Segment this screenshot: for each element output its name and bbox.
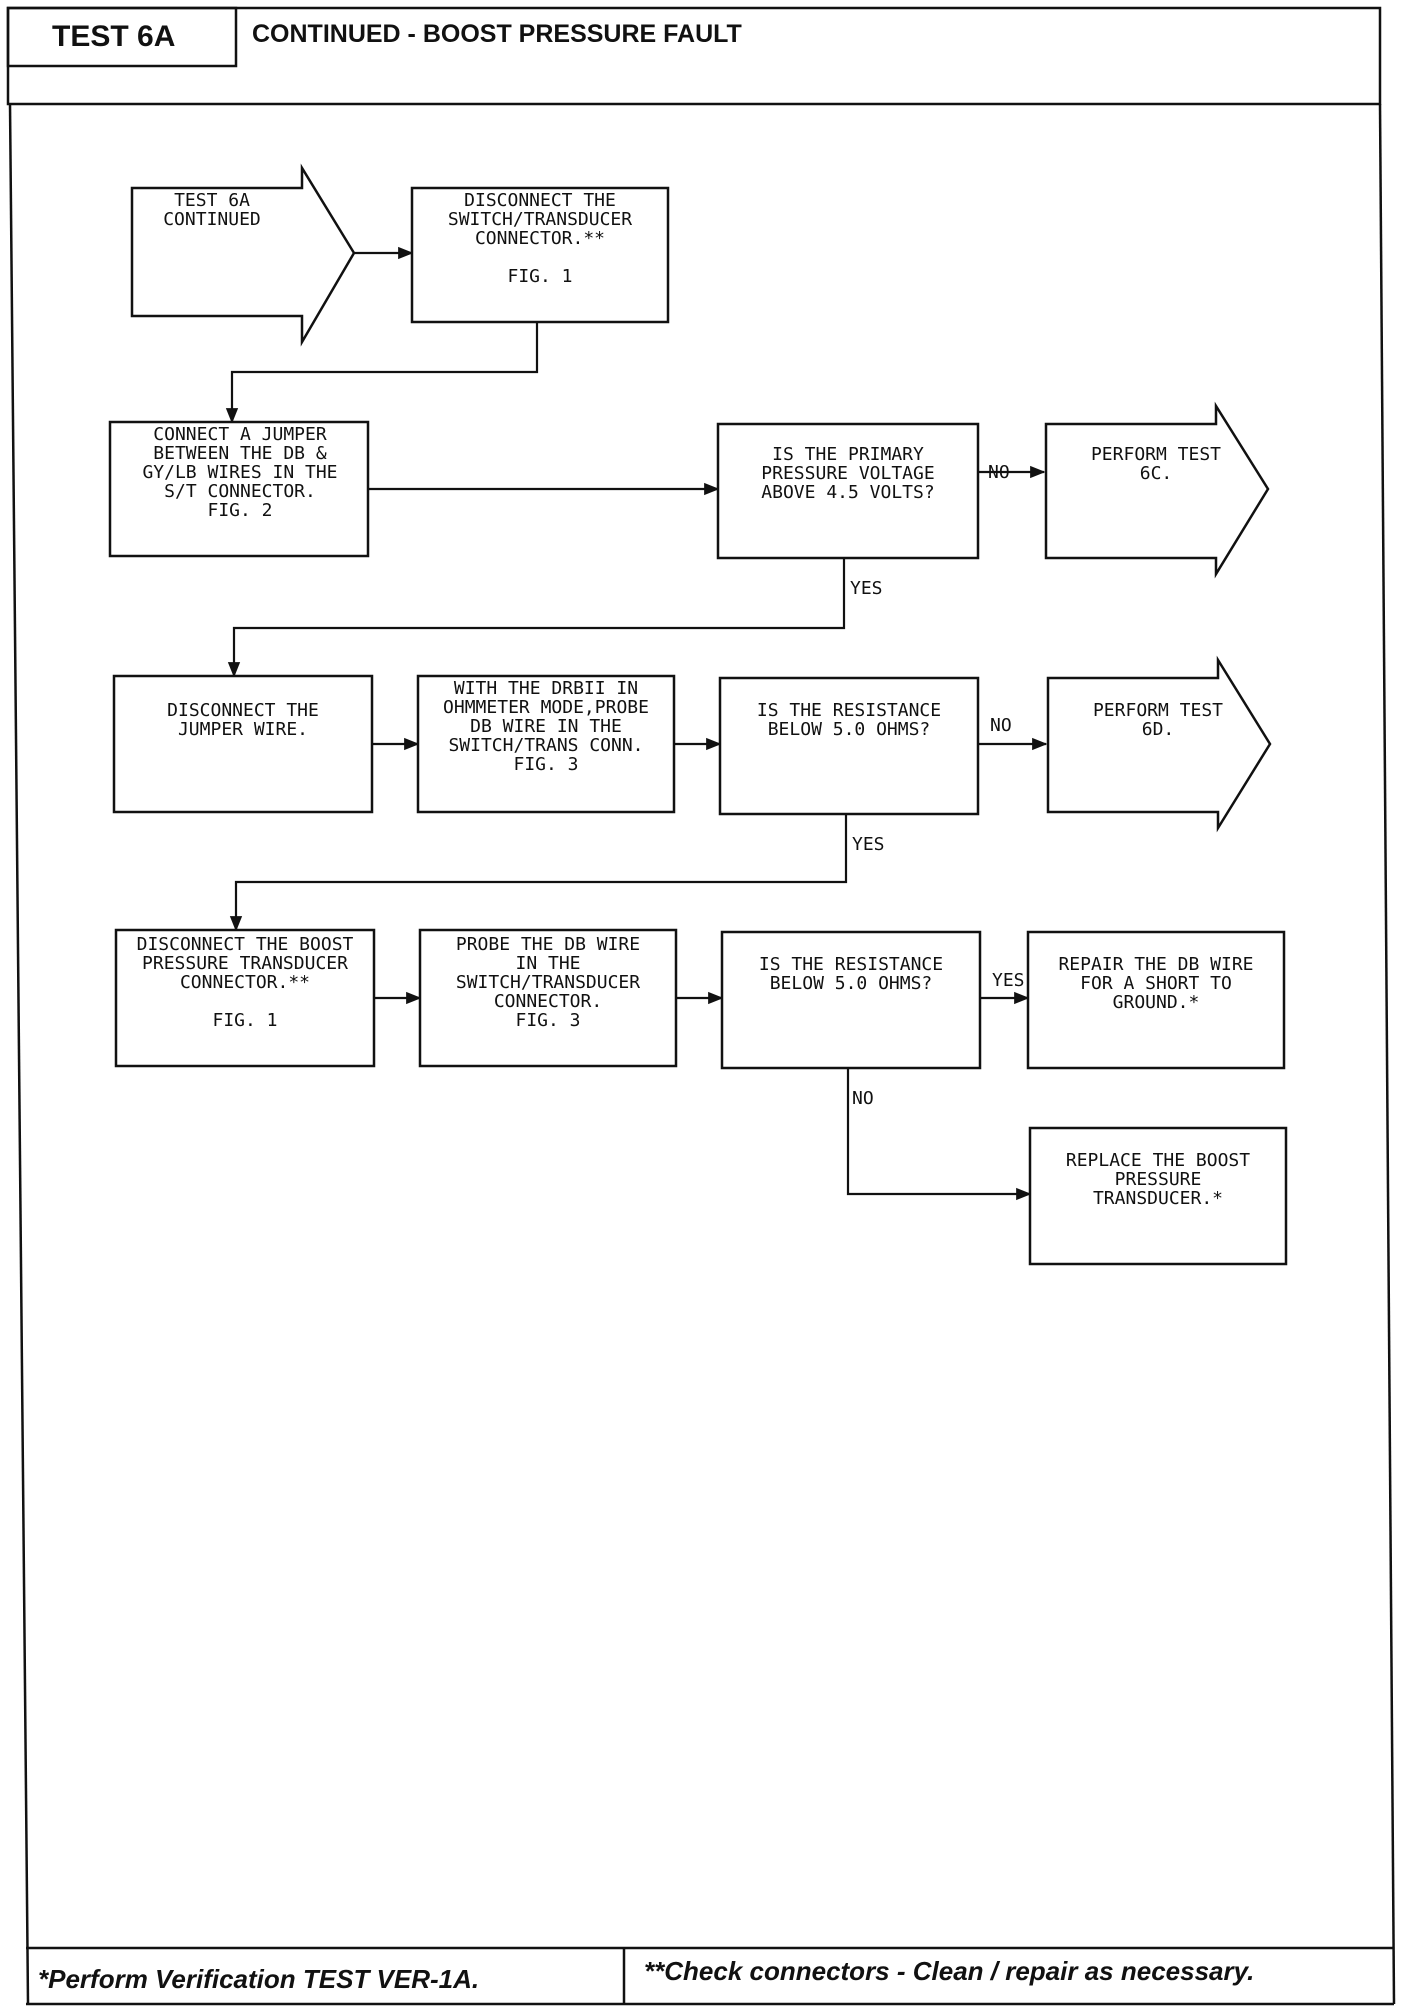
body-left-border	[8, 103, 30, 2005]
node-text-line: PRESSURE	[1115, 1169, 1202, 1190]
label-voltage-yes: YES	[850, 578, 883, 599]
node-text-line: FIG. 3	[515, 1010, 580, 1031]
node-start-shape	[130, 163, 356, 347]
node-repair-db-wire-shape	[1026, 930, 1286, 1070]
node-text-line: FIG. 2	[207, 500, 272, 521]
node-ohmmeter-probe-shape	[416, 674, 676, 814]
node-text-line: BELOW 5.0 OHMS?	[768, 719, 931, 740]
node-text-line: DB WIRE IN THE	[470, 716, 622, 737]
edge-disconnect-to-jumper	[225, 322, 539, 424]
node-text-line: BETWEEN THE DB &	[153, 443, 327, 464]
label-resistance2-yes: YES	[992, 970, 1025, 991]
edge-resistance2-no	[846, 1068, 1032, 1201]
page-title: CONTINUED - BOOST PRESSURE FAULT	[252, 20, 742, 48]
node-text-line: S/T CONNECTOR.	[164, 481, 316, 502]
node-disconnect-switch-transducer-shape	[410, 186, 670, 324]
node-text-line: CONNECT A JUMPER	[153, 424, 327, 445]
node-text-line: IS THE RESISTANCE	[759, 954, 943, 975]
node-text-line: FOR A SHORT TO	[1080, 973, 1232, 994]
body-right-border	[1378, 103, 1396, 2005]
node-text-line: WITH THE DRBII IN	[454, 678, 638, 699]
node-perform-6d-shape	[1046, 655, 1272, 833]
footer-note-connectors: **Check connectors - Clean / repair as n…	[644, 1956, 1255, 1986]
node-text-line: CONTINUED	[163, 209, 261, 230]
label-resistance1-yes: YES	[852, 834, 885, 855]
label-resistance2-no: NO	[852, 1088, 874, 1109]
node-text-line: SWITCH/TRANS CONN.	[448, 735, 643, 756]
connectors	[225, 246, 1048, 1201]
node-text-line: FIG. 3	[513, 754, 578, 775]
label-voltage-no: NO	[988, 462, 1010, 483]
node-text-line: REPLACE THE BOOST	[1066, 1150, 1250, 1171]
node-text-line: 6C.	[1140, 463, 1173, 484]
node-replace-transducer-shape	[1028, 1126, 1288, 1266]
node-text-line: REPAIR THE DB WIRE	[1058, 954, 1253, 975]
node-text-line: JUMPER WIRE.	[178, 719, 308, 740]
node-text-line: CONNECTOR.	[494, 991, 602, 1012]
label-resistance1-no: NO	[990, 715, 1012, 736]
node-text-line: FIG. 1	[507, 266, 572, 287]
node-text-line: CONNECTOR.**	[475, 228, 605, 249]
node-text-line: DISCONNECT THE	[464, 190, 616, 211]
node-text-line: BELOW 5.0 OHMS?	[770, 973, 933, 994]
node-text-line: GROUND.*	[1113, 992, 1200, 1013]
node-connect-jumper-shape	[108, 420, 370, 558]
node-text-line: DISCONNECT THE	[167, 700, 319, 721]
node-text-line: PRESSURE VOLTAGE	[761, 463, 934, 484]
footer-note-verification: *Perform Verification TEST VER-1A.	[38, 1964, 480, 1994]
node-text-line: PRESSURE TRANSDUCER	[142, 953, 348, 974]
node-text-line: ABOVE 4.5 VOLTS?	[761, 482, 934, 503]
node-text-line: TRANSDUCER.*	[1093, 1188, 1223, 1209]
test-label: TEST 6A	[52, 20, 176, 53]
node-resistance-check-1-shape	[718, 676, 980, 816]
node-text-line: CONNECTOR.**	[180, 972, 310, 993]
node-text-line: OHMMETER MODE,PROBE	[443, 697, 649, 718]
node-text-line: GY/LB WIRES IN THE	[142, 462, 337, 483]
node-text-line: 6D.	[1142, 719, 1175, 740]
node-text-line: FIG. 1	[212, 1010, 277, 1031]
node-disconnect-jumper-shape	[112, 674, 374, 814]
node-probe-db-wire-shape	[418, 928, 678, 1068]
node-text-line: TEST 6A	[174, 190, 250, 211]
node-primary-voltage-check-shape	[716, 422, 980, 560]
edge-resistance1-yes	[229, 814, 848, 932]
edge-voltage-yes	[227, 558, 846, 678]
node-disconnect-boost-transducer-shape	[114, 928, 376, 1068]
node-text-line: SWITCH/TRANSDUCER	[448, 209, 632, 230]
node-text-line: PERFORM TEST	[1091, 444, 1221, 465]
node-text-line: SWITCH/TRANSDUCER	[456, 972, 640, 993]
node-text-line: DISCONNECT THE BOOST	[137, 934, 354, 955]
node-resistance-check-2-shape	[720, 930, 982, 1070]
node-perform-6c-shape	[1044, 401, 1270, 579]
node-text-line: PERFORM TEST	[1093, 700, 1223, 721]
node-text-line: IS THE RESISTANCE	[757, 700, 941, 721]
node-text-line: IS THE PRIMARY	[772, 444, 924, 465]
header-label-box	[6, 6, 238, 68]
node-text-line: IN THE	[515, 953, 580, 974]
node-text-line: PROBE THE DB WIRE	[456, 934, 640, 955]
